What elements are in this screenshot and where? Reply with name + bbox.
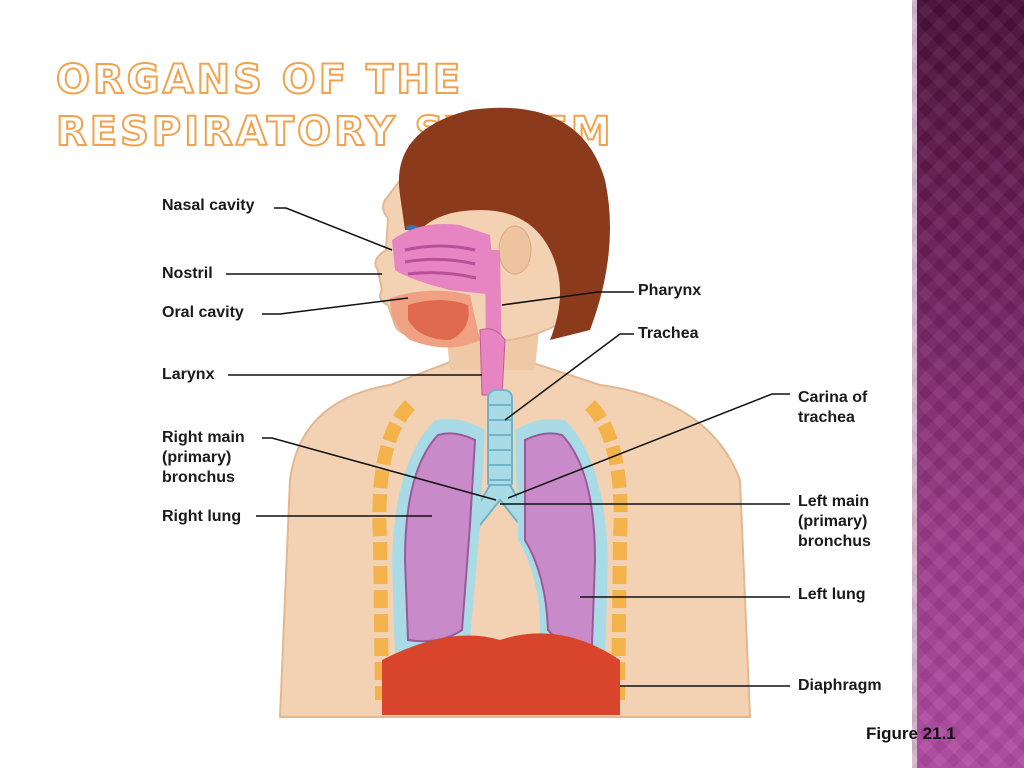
- label-diaphragm: Diaphragm: [798, 677, 882, 694]
- hair: [398, 107, 610, 340]
- ear: [498, 225, 532, 275]
- diaphragm-shape: [382, 633, 620, 715]
- left-lung-shape: [524, 432, 597, 647]
- label-nostril: Nostril: [162, 265, 213, 282]
- label-pharynx: Pharynx: [638, 282, 702, 299]
- anatomy-illustration: [226, 107, 790, 718]
- leader-lines: [226, 207, 790, 687]
- larynx-shape: [479, 328, 506, 396]
- label-carina-of-trachea: Carina of trachea: [798, 389, 868, 426]
- figure-caption: Figure 21.1: [866, 724, 956, 743]
- label-right-lung: Right lung: [162, 508, 242, 525]
- label-left-lung: Left lung: [798, 586, 866, 603]
- respiratory-diagram: Nasal cavity Nostril Oral cavity Larynx …: [150, 100, 910, 720]
- label-trachea: Trachea: [638, 325, 699, 342]
- label-left-main-bronchus: Left main (primary) bronchus: [798, 493, 871, 550]
- rib-cage-right: [372, 400, 416, 701]
- right-lung-shape: [403, 432, 477, 643]
- label-nasal-cavity: Nasal cavity: [162, 197, 255, 214]
- rib-cage-left: [584, 400, 628, 701]
- decorative-sidebar: [912, 0, 1024, 768]
- label-oral-cavity: Oral cavity: [162, 304, 244, 321]
- label-larynx: Larynx: [162, 366, 215, 383]
- label-right-main-bronchus: Right main (primary) bronchus: [162, 429, 245, 486]
